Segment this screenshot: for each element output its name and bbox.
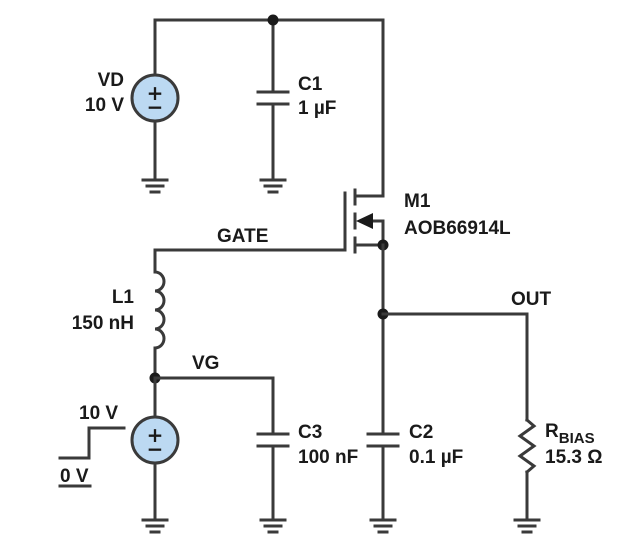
vd-source: + − [130, 73, 180, 123]
l1-inductor [153, 248, 166, 380]
ground-symbol [513, 518, 541, 534]
m1-part-number: AOB66914L [404, 218, 511, 239]
supply-wires [153, 18, 385, 198]
c3-value: 100 nF [298, 447, 358, 468]
ground-symbol [141, 518, 169, 534]
ground-symbol [141, 178, 169, 194]
c1-value: 1 µF [298, 98, 336, 119]
source-plus-symbol: + [147, 423, 164, 447]
step-waveform [58, 426, 126, 460]
mosfet-body-arrow [356, 213, 373, 229]
ground-symbol [259, 518, 287, 534]
source-minus-symbol: − [147, 437, 164, 461]
c1-capacitor [256, 90, 290, 106]
rbias-label-sub: BIAS [559, 430, 595, 447]
vg-pulse-source: + − [130, 415, 180, 465]
step-high-label: 10 V [79, 403, 118, 424]
vd-value: 10 V [85, 95, 124, 116]
l1-label: L1 [112, 287, 135, 308]
source-plus-symbol: + [147, 81, 164, 105]
source-minus-symbol: − [147, 95, 164, 119]
vg-net-label: VG [192, 353, 219, 374]
rbias-value: 15.3 Ω [545, 447, 603, 468]
c1-label: C1 [298, 74, 323, 95]
ground-symbol [259, 178, 287, 194]
gate-net-label: GATE [217, 226, 268, 247]
ground-symbol [369, 518, 397, 534]
c3-label: C3 [298, 422, 322, 443]
m1-mosfet [343, 188, 385, 254]
c2-capacitor [366, 432, 400, 522]
c2-label: C2 [409, 422, 433, 443]
c3-capacitor [256, 432, 290, 522]
out-net-label: OUT [511, 289, 552, 310]
vd-label: VD [98, 70, 124, 91]
m1-label: M1 [404, 191, 431, 212]
c2-value: 0.1 µF [409, 447, 463, 468]
l1-value: 150 nH [72, 313, 134, 334]
rbias-resistor [517, 417, 537, 522]
rbias-label-main: R [545, 421, 559, 442]
junction-dot [267, 14, 279, 26]
step-low-label: 0 V [60, 466, 89, 487]
rbias-label: RBIAS [545, 421, 595, 447]
